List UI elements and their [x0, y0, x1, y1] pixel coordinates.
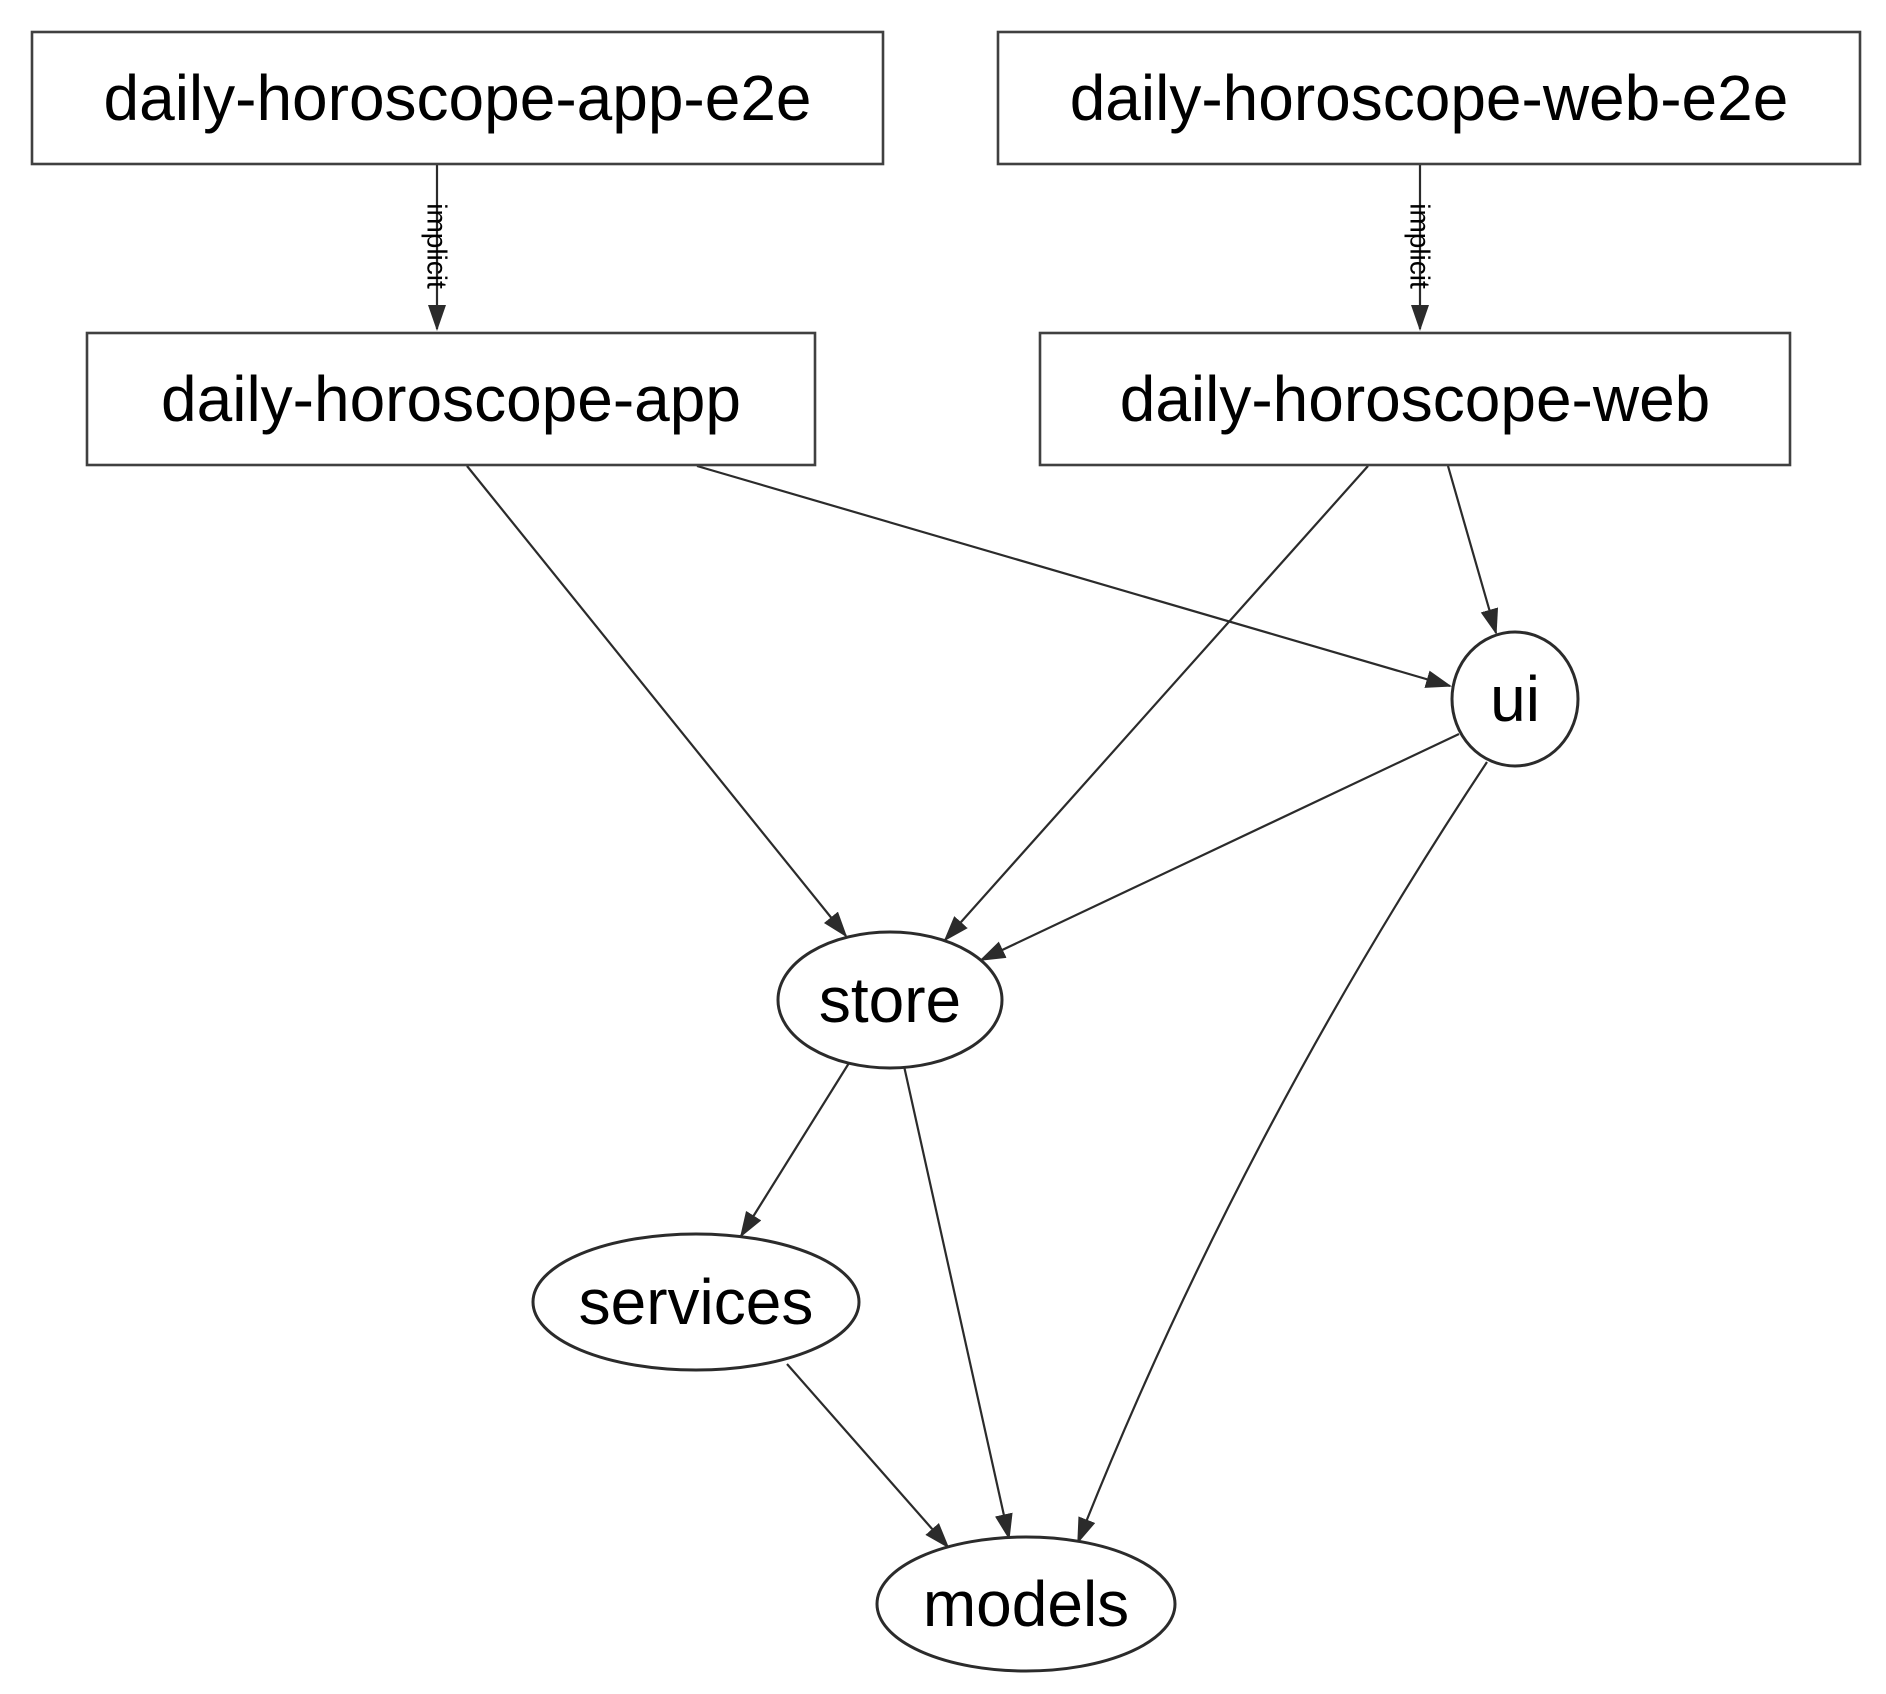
node-daily-horoscope-web-e2e: daily-horoscope-web-e2e	[996, 30, 1862, 166]
edge-ui-to-store	[979, 733, 1460, 961]
edge-store-to-services	[739, 1062, 850, 1238]
edge-line	[466, 465, 848, 938]
edge-ui-to-models	[1076, 761, 1488, 1544]
edge-daily-horoscope-app-to-ui	[696, 464, 1452, 688]
edge-line	[739, 1062, 850, 1238]
node-label-store: store	[819, 964, 961, 1036]
node-label-services: services	[579, 1266, 814, 1338]
node-services: services	[531, 1232, 861, 1372]
node-label-models: models	[923, 1568, 1129, 1640]
edge-daily-horoscope-app-e2e-to-daily-horoscope-app: implicit	[422, 164, 453, 331]
node-ellipse-store	[776, 930, 1004, 1070]
node-box-daily-horoscope-web	[1038, 331, 1792, 467]
edge-line	[979, 733, 1460, 961]
node-daily-horoscope-app: daily-horoscope-app	[85, 331, 817, 467]
node-label-daily-horoscope-app: daily-horoscope-app	[161, 363, 741, 435]
node-label-ui: ui	[1490, 663, 1540, 735]
edge-line	[902, 1065, 1013, 1540]
edge-daily-horoscope-web-to-store	[943, 465, 1369, 942]
edge-daily-horoscope-app-to-store	[466, 465, 848, 938]
node-ellipse-ui	[1450, 630, 1580, 768]
edges-layer: implicit implicit	[422, 164, 1499, 1549]
node-models: models	[875, 1535, 1177, 1673]
node-box-daily-horoscope-web-e2e	[996, 30, 1862, 166]
node-store: store	[776, 930, 1004, 1070]
edge-store-to-models	[902, 1065, 1013, 1540]
node-box-daily-horoscope-app	[85, 331, 817, 467]
node-daily-horoscope-web: daily-horoscope-web	[1038, 331, 1792, 467]
node-ui: ui	[1450, 630, 1580, 768]
node-daily-horoscope-app-e2e: daily-horoscope-app-e2e	[30, 30, 885, 166]
edge-label-daily-horoscope-app-e2e-to-daily-horoscope-app: implicit	[422, 203, 453, 289]
edge-line	[943, 465, 1369, 942]
node-label-daily-horoscope-web-e2e: daily-horoscope-web-e2e	[1070, 62, 1789, 134]
nodes-layer: daily-horoscope-app-e2e daily-horoscope-w…	[30, 30, 1862, 1673]
edge-label-daily-horoscope-web-e2e-to-daily-horoscope-web: implicit	[1405, 203, 1436, 289]
edge-line	[696, 464, 1452, 688]
node-ellipse-models	[875, 1535, 1177, 1673]
edge-line	[1076, 761, 1488, 1544]
edge-line	[1446, 465, 1499, 635]
node-label-daily-horoscope-web: daily-horoscope-web	[1120, 363, 1711, 435]
edge-services-to-models	[786, 1363, 950, 1549]
node-box-daily-horoscope-app-e2e	[30, 30, 885, 166]
edge-line	[786, 1363, 950, 1549]
edge-daily-horoscope-web-to-ui	[1446, 465, 1499, 635]
node-label-daily-horoscope-app-e2e: daily-horoscope-app-e2e	[104, 62, 812, 134]
edge-daily-horoscope-web-e2e-to-daily-horoscope-web: implicit	[1405, 164, 1436, 331]
node-ellipse-services	[531, 1232, 861, 1372]
